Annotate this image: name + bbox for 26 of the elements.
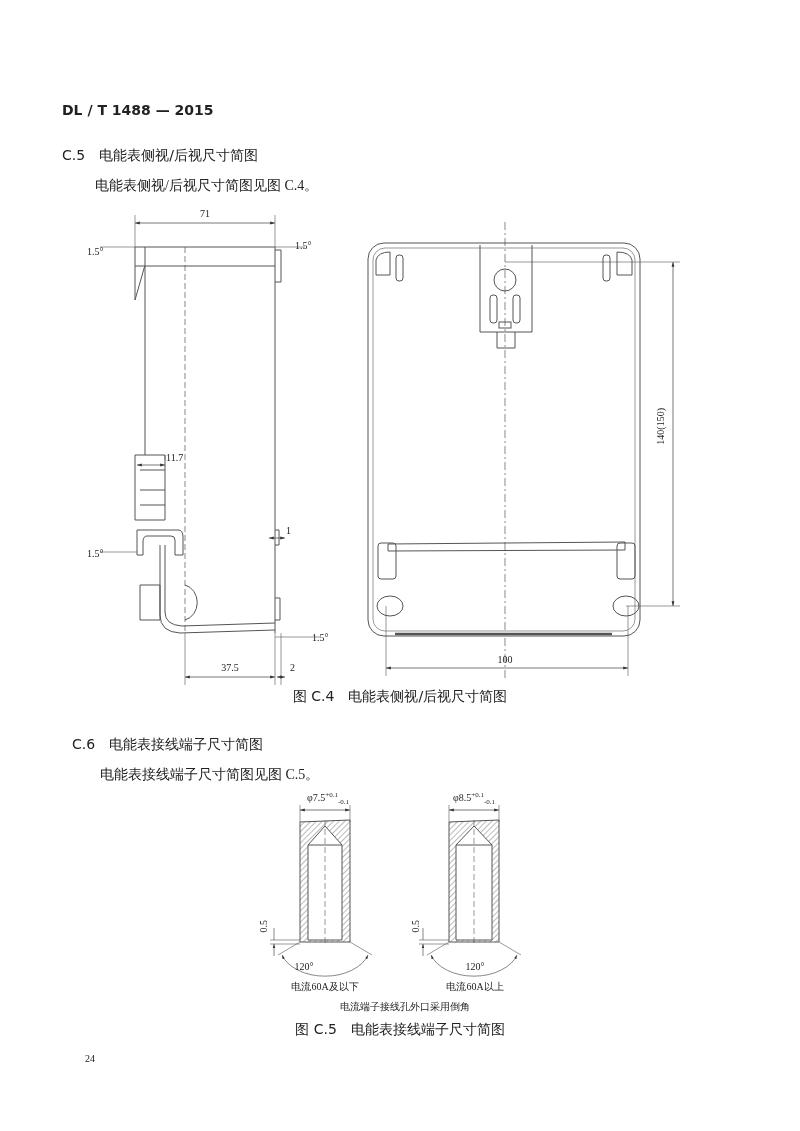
section-heading: C.6 电能表接线端子尺寸简图 bbox=[72, 737, 264, 753]
angle-value: 1.5° bbox=[295, 240, 312, 251]
dimension-value: 0.5 bbox=[258, 920, 269, 933]
section-heading: C.5 电能表侧视/后视尺寸简图 bbox=[62, 148, 258, 164]
body-text: 电能表接线端子尺寸简图见图 C.5。 bbox=[100, 767, 320, 783]
angle-value: 1.5° bbox=[312, 632, 329, 643]
note-text: 电流60A以上 bbox=[446, 981, 504, 992]
angle-value: 1.5° bbox=[87, 548, 104, 559]
angle-value: 120° bbox=[294, 961, 314, 972]
dimension-value: 140(150) bbox=[655, 408, 666, 445]
dimension-value: 11.7 bbox=[166, 452, 184, 463]
figure-caption: 图 C.5 电能表接线端子尺寸简图 bbox=[295, 1022, 505, 1038]
dimension-value: 2 bbox=[290, 662, 295, 673]
body-text: 电能表侧视/后视尺寸简图见图 C.4。 bbox=[95, 178, 319, 194]
dimension-value: 71 bbox=[200, 208, 210, 219]
note-text: 电流端子接线孔外口采用倒角 bbox=[340, 1001, 470, 1012]
note-text: 电流60A及以下 bbox=[291, 981, 359, 992]
dimension-value: 37.5 bbox=[221, 662, 239, 673]
angle-value: 120° bbox=[465, 961, 485, 972]
dimension-value: 1 bbox=[286, 525, 291, 536]
dimension-value: 0.5 bbox=[410, 920, 421, 933]
angle-value: 1.5° bbox=[87, 246, 104, 257]
page-number: 24 bbox=[85, 1053, 95, 1064]
page-header: DL / T 1488 — 2015 bbox=[62, 103, 214, 119]
dimension-value: 100 bbox=[497, 654, 513, 665]
figure-caption: 图 C.4 电能表侧视/后视尺寸简图 bbox=[292, 689, 508, 705]
